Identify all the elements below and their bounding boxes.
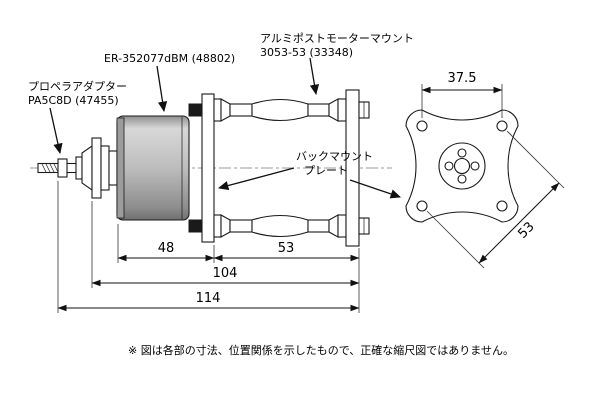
post-mount-label-line1: アルミポストモーターマウント	[260, 32, 414, 45]
plate-hole-sw	[416, 200, 428, 212]
post-rod	[229, 219, 253, 233]
post-collar	[213, 214, 222, 238]
post-taper	[220, 214, 231, 238]
shaft-thread-marks	[41, 163, 59, 173]
labels: プロペラアダプター PA5C8D (47455) ER-352077dBM (4…	[28, 32, 514, 357]
post-taper	[328, 214, 339, 238]
leader-arrows	[49, 57, 401, 199]
adapter-cone	[81, 144, 93, 192]
post-rod	[307, 103, 330, 117]
plate-bolt-hole	[470, 161, 480, 171]
motor-body	[116, 115, 190, 221]
post-collar	[213, 98, 222, 122]
plate-hole-nw	[416, 120, 428, 132]
mount-post-bottom	[213, 214, 347, 238]
plate-bolt-hole	[457, 148, 467, 158]
dim-114: 114	[196, 291, 221, 306]
dim-37-5: 37.5	[448, 71, 477, 86]
leader-back-plate-left	[217, 167, 295, 191]
plate-bolt-hole	[444, 161, 454, 171]
post-barrel	[251, 214, 309, 238]
post-barrel	[251, 98, 309, 122]
leader-back-plate-right	[349, 179, 401, 199]
dimensions: 48 53 104 114 37.5 53	[57, 71, 565, 313]
post-taper	[328, 98, 339, 122]
plate-bolt-hole	[457, 174, 467, 184]
back-plate-label-line2: プレート	[304, 164, 348, 177]
back-mount-plate-front	[201, 93, 215, 243]
dim-line-53-diagonal	[478, 182, 560, 264]
front-view	[405, 109, 519, 223]
extension-line	[426, 210, 485, 269]
scale-footnote: ※ 図は各部の寸法、位置関係を示したもので、正確な縮尺図ではありません。	[128, 343, 514, 357]
leader-prop-adapter	[49, 107, 63, 155]
back-plate-label-line1: バックマウント	[296, 150, 373, 163]
post-rod	[229, 103, 253, 117]
prop-adapter-label-line1: プロペラアダプター	[28, 79, 127, 93]
adapter-collar	[75, 156, 83, 180]
back-mount-plate-rear	[345, 89, 360, 247]
extension-line	[506, 130, 565, 189]
post-mount-label-line2: 3053-53 (33348)	[260, 46, 353, 59]
adapter-spacer	[100, 145, 110, 191]
motor-label: ER-352077dBM (48802)	[104, 52, 235, 65]
side-view	[30, 89, 392, 247]
post-rod	[307, 219, 330, 233]
leader-post-mount	[309, 57, 320, 96]
motor-mount-tab-bottom	[188, 219, 203, 233]
adapter-nut	[57, 158, 68, 178]
post-taper	[220, 98, 231, 122]
post-collar	[337, 98, 347, 122]
adapter-hub	[108, 150, 118, 186]
motor-mount-tab-top	[188, 103, 203, 117]
plate-shaft-hole	[453, 157, 471, 175]
prop-adapter-label-line2: PA5C8D (47455)	[28, 94, 119, 107]
plate-hole-ne	[496, 120, 508, 132]
dim-48: 48	[158, 241, 175, 256]
plate-hole-se	[496, 200, 508, 212]
leader-motor	[156, 65, 168, 113]
post-collar	[337, 214, 347, 238]
mount-post-top	[213, 98, 347, 122]
dim-53: 53	[278, 241, 295, 256]
dim-104: 104	[213, 266, 238, 281]
motor-front-ring	[116, 117, 125, 219]
adapter-washer	[91, 137, 102, 199]
